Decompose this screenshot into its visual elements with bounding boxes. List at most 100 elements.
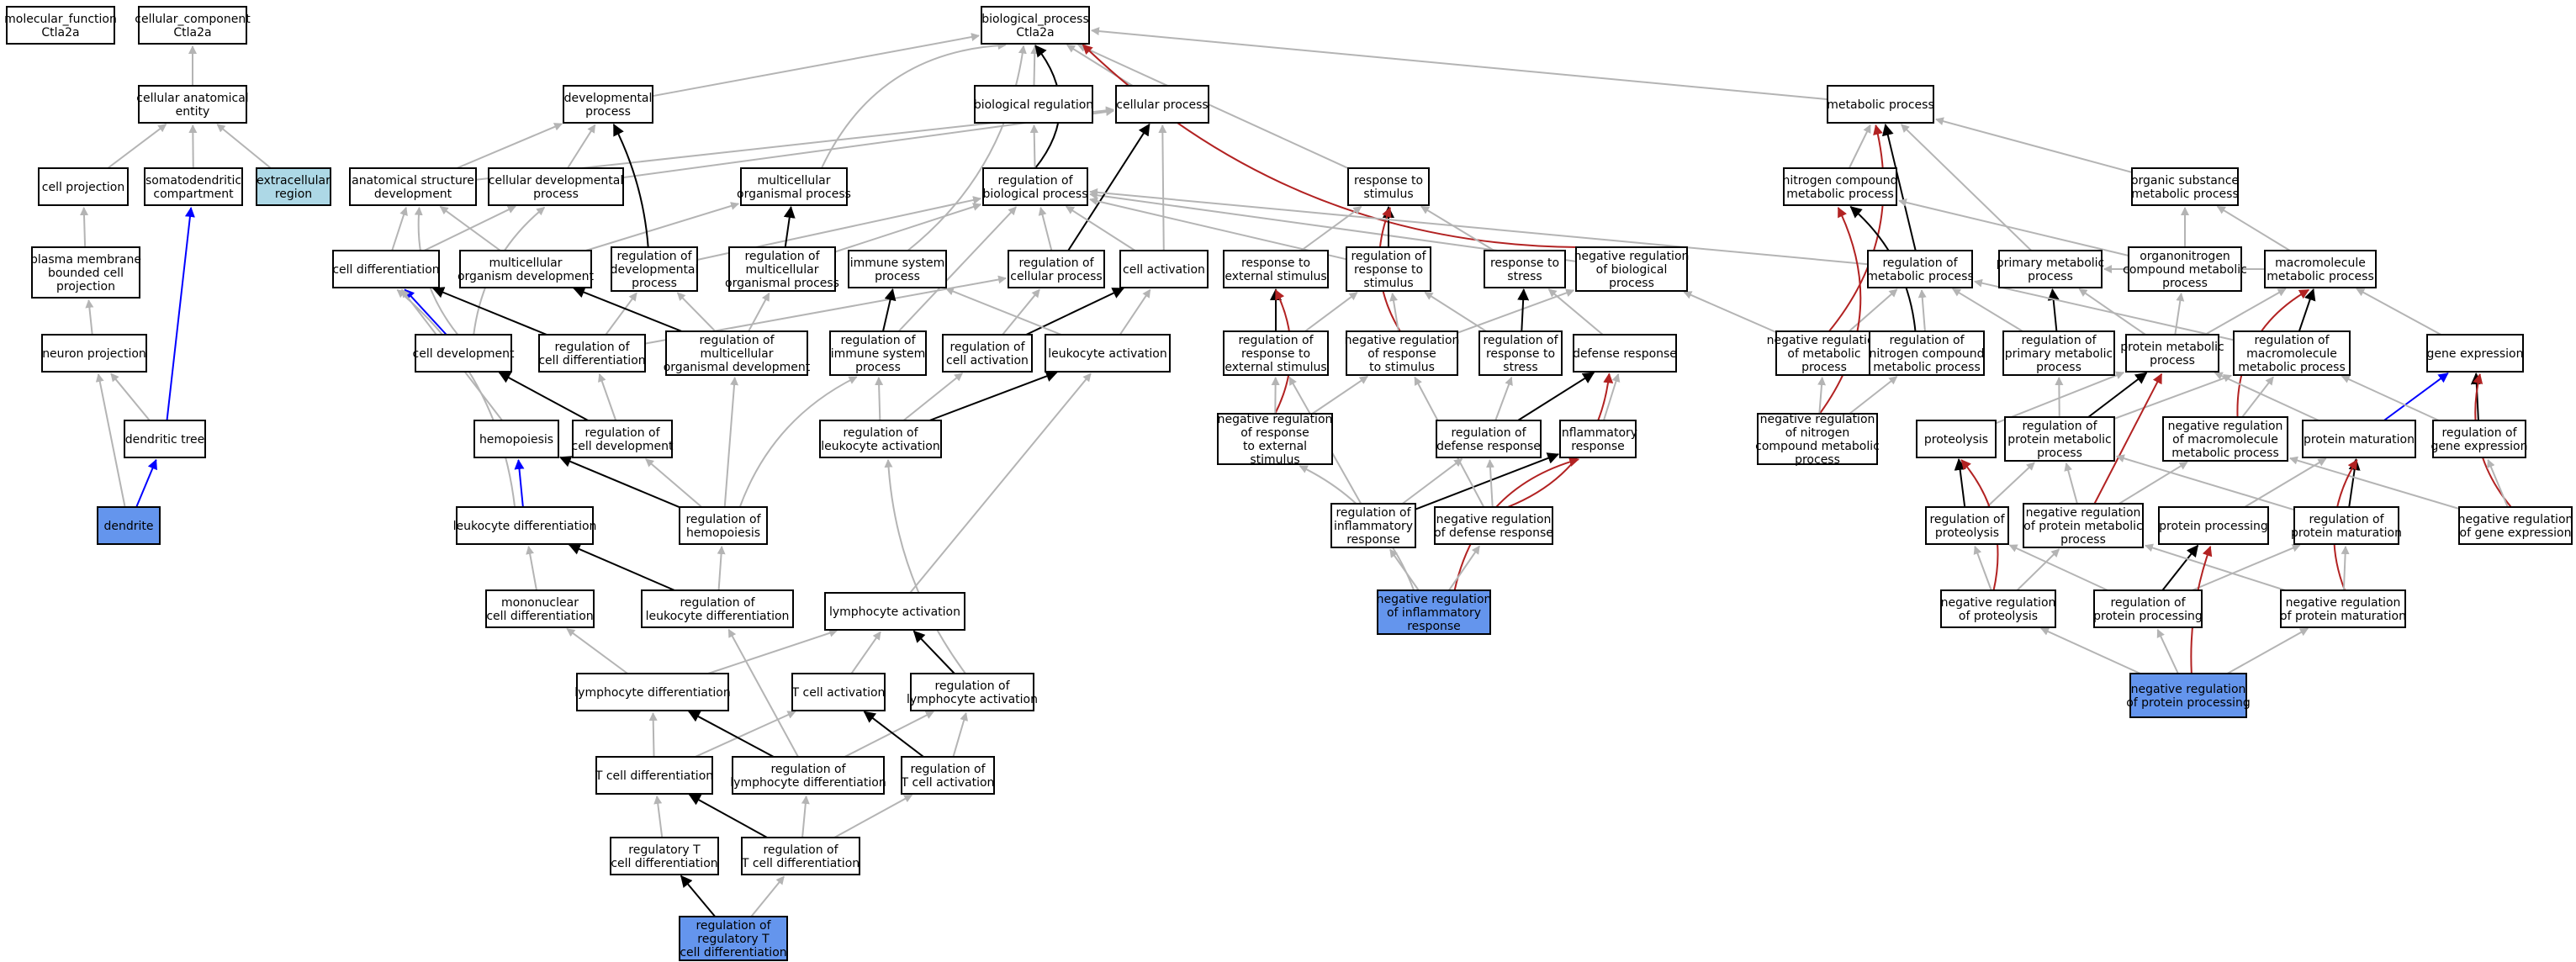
go-term-neuron-projection[interactable]: neuron projection bbox=[41, 334, 147, 373]
go-term-dendritic-tree[interactable]: dendritic tree bbox=[124, 420, 206, 458]
go-term-gene-expression[interactable]: gene expression bbox=[2426, 334, 2524, 373]
go-term-biological-regulation[interactable]: biological regulation bbox=[974, 85, 1093, 124]
go-term-regulation-of-t-cell-differentiation[interactable]: regulation ofT cell differentiation bbox=[741, 837, 860, 875]
go-term-t-cell-activation[interactable]: T cell activation bbox=[791, 673, 886, 711]
go-term-protein-processing[interactable]: protein processing bbox=[2158, 506, 2269, 545]
go-term-leukocyte-activation[interactable]: leukocyte activation bbox=[1045, 334, 1171, 373]
go-term-cell-differentiation[interactable]: cell differentiation bbox=[332, 250, 440, 288]
edge-regulates-regulation-of-leukocyte-activation-to-leukocyte-activation bbox=[928, 370, 1058, 421]
go-term-label: regulation of bbox=[616, 250, 692, 263]
go-term-cell-activation[interactable]: cell activation bbox=[1119, 250, 1209, 288]
go-term-dendrite[interactable]: dendrite bbox=[97, 506, 161, 545]
go-term-cellular-process[interactable]: cellular process bbox=[1115, 85, 1209, 124]
go-term-lymphocyte-activation[interactable]: lymphocyte activation bbox=[824, 592, 965, 631]
go-term-cell-projection[interactable]: cell projection bbox=[38, 167, 129, 206]
go-term-label: regulation of bbox=[680, 596, 755, 610]
go-term-leukocyte-differentiation[interactable]: leukocyte differentiation bbox=[453, 506, 597, 545]
edge-is-a-metabolic-process-to-biological-process bbox=[1090, 27, 1828, 101]
go-term-label: stimulus bbox=[1363, 277, 1413, 290]
go-term-metabolic-process[interactable]: metabolic process bbox=[1827, 85, 1934, 124]
go-term-t-cell-differentiation[interactable]: T cell differentiation bbox=[595, 756, 713, 795]
go-term-regulation-of-t-cell-activation[interactable]: regulation ofT cell activation bbox=[901, 756, 995, 795]
go-term-hemopoiesis[interactable]: hemopoiesis bbox=[473, 420, 559, 458]
go-term-defense-response[interactable]: defense response bbox=[1573, 334, 1677, 373]
go-term-label: metabolic process bbox=[1786, 188, 1894, 201]
go-term-protein-maturation[interactable]: protein maturation bbox=[2302, 420, 2416, 458]
go-term-lymphocyte-differentiation[interactable]: lymphocyte differentiation bbox=[574, 673, 731, 711]
go-term-proteolysis[interactable]: proteolysis bbox=[1916, 420, 1997, 458]
edge-negatively-regulates-negative-regulation-of-nitrogen-compound-metabolic-process-to-nitrogen-compound-metabolic-process bbox=[1818, 207, 1862, 415]
go-term-label: compartment bbox=[153, 188, 234, 201]
go-term-cell-development[interactable]: cell development bbox=[413, 334, 515, 373]
edge-is-a-t-cell-differentiation-to-t-cell-activation bbox=[695, 711, 796, 758]
